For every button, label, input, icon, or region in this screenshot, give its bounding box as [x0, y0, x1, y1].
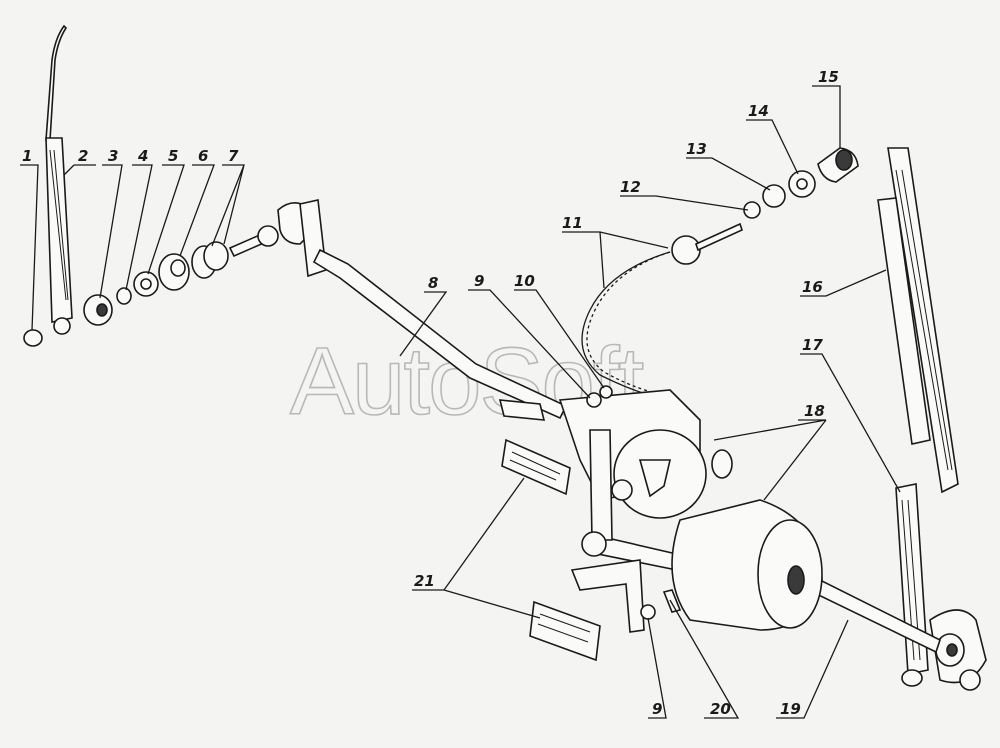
callout-1: 1 [22, 147, 32, 165]
callout-9-lower: 9 [652, 700, 662, 718]
callout-19: 19 [780, 700, 801, 718]
part-6-bushing [158, 253, 190, 291]
part-13-washer [762, 184, 786, 208]
part-7-gaskets [191, 241, 229, 279]
callout-7: 7 [228, 147, 239, 165]
callout-4: 4 [137, 147, 148, 165]
callout-11: 11 [562, 214, 583, 232]
callout-13: 13 [686, 140, 707, 158]
part-5-nut [133, 271, 159, 297]
callout-6: 6 [198, 147, 208, 165]
callout-17: 17 [802, 336, 823, 354]
part-1-cap [23, 329, 43, 347]
callout-2: 2 [78, 147, 88, 165]
callout-8: 8 [428, 274, 438, 292]
callout-12: 12 [620, 178, 641, 196]
left-wiper-arm [45, 24, 73, 335]
part-10 [599, 385, 613, 399]
callout-9-upper: 9 [474, 272, 484, 290]
callout-20: 20 [710, 700, 731, 718]
callout-14: 14 [748, 102, 769, 120]
nut-9-upper [586, 392, 602, 408]
leader-lines [20, 85, 901, 719]
plate-21-upper [501, 438, 571, 496]
callout-3: 3 [108, 147, 118, 165]
callout-18: 18 [804, 402, 825, 420]
part-4-washer [116, 287, 132, 305]
callout-labels: 1 2 3 4 5 6 7 8 9 10 11 12 13 14 15 16 1… [22, 68, 839, 718]
callout-5: 5 [168, 147, 178, 165]
wiper-motor-18 [558, 389, 823, 633]
cable-11 [581, 222, 743, 401]
callout-21: 21 [414, 572, 435, 590]
part-15-cap [817, 147, 859, 183]
part-3-knurled-nut [83, 294, 113, 326]
bolt-9-lower [640, 604, 656, 620]
bolt-20 [662, 589, 682, 613]
wiper-blade-16 [877, 147, 959, 494]
callout-16: 16 [802, 278, 823, 296]
right-pivot [901, 609, 987, 691]
callout-15: 15 [818, 68, 839, 86]
callout-10: 10 [514, 272, 535, 290]
plate-21-lower [529, 600, 601, 662]
part-14-nut [788, 170, 816, 198]
left-spindle-bracket [228, 199, 327, 278]
